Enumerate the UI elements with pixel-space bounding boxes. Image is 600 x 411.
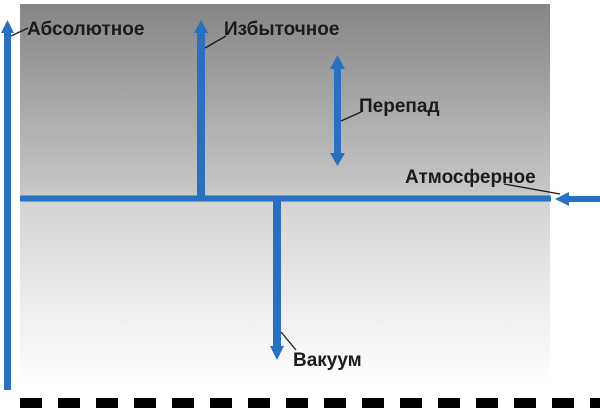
gauge-arrow-shaft (197, 30, 205, 198)
absolute-leader (10, 27, 29, 37)
atmospheric-label: Атмосферное (405, 167, 536, 188)
absolute-arrow-head (1, 20, 14, 33)
gauge-leader (204, 35, 227, 49)
absolute-arrow-shaft (4, 30, 11, 390)
vacuum-leader (280, 331, 297, 351)
gauge-label: Избыточное (224, 19, 339, 40)
vacuum-label: Вакуум (293, 350, 362, 371)
gauge-arrow-head (194, 20, 208, 33)
vacuum-arrow-shaft (273, 200, 281, 348)
vacuum-region (20, 198, 550, 383)
differential-leader (340, 111, 362, 122)
differential-arrow-shaft (334, 66, 341, 156)
atmospheric-leader (503, 183, 561, 195)
differential-label: Перепад (359, 96, 440, 117)
atmospheric-level-line (20, 195, 551, 202)
absolute-label: Абсолютное (27, 19, 144, 40)
overpressure-region (20, 4, 550, 198)
differential-arrow-head-up (330, 55, 345, 69)
vacuum-arrow-head (270, 346, 284, 360)
differential-arrow-head-down (330, 153, 345, 166)
atmospheric-pointer-head (555, 192, 569, 206)
atmospheric-pointer-shaft (566, 196, 600, 202)
